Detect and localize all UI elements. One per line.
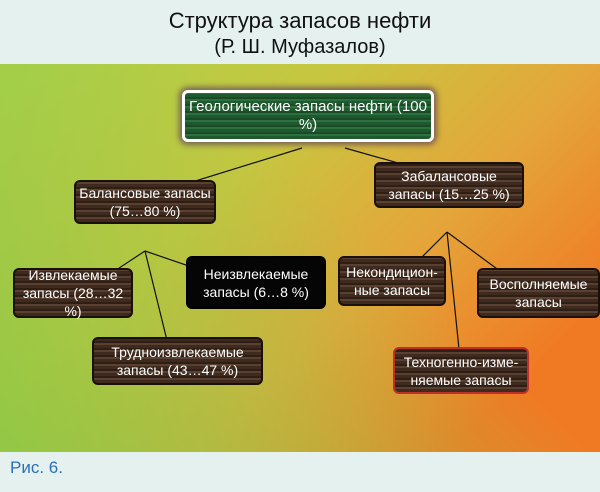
figure-caption: Рис. 6. <box>10 458 63 477</box>
node-substandard-reserves: Некондицион-ные запасы <box>338 256 446 306</box>
diagram-title: Структура запасов нефти <box>168 8 432 33</box>
node-technogenic-reserves: Техногенно-изме-няемые запасы <box>393 347 529 394</box>
node-balance-reserves: Балансовые запасы (75…80 %) <box>74 180 216 224</box>
node-recoverable-reserves: Извлекаемые запасы (28…32 %) <box>13 267 133 319</box>
node-geological-reserves: Геологические запасы нефти (100 %) <box>182 90 434 142</box>
node-unrecoverable-reserves: Неизвлекаемые запасы (6…8 %) <box>186 256 326 309</box>
node-hard-to-recover-reserves: Трудноизвлекаемые запасы (43…47 %) <box>92 337 263 385</box>
node-replenishable-reserves: Восполняемые запасы <box>477 268 600 318</box>
diagram-subtitle: (Р. Ш. Муфазалов) <box>214 36 386 58</box>
header: Структура запасов нефти (Р. Ш. Муфазалов… <box>0 0 600 64</box>
node-offbalance-reserves: Забалансовые запасы (15…25 %) <box>374 162 524 208</box>
